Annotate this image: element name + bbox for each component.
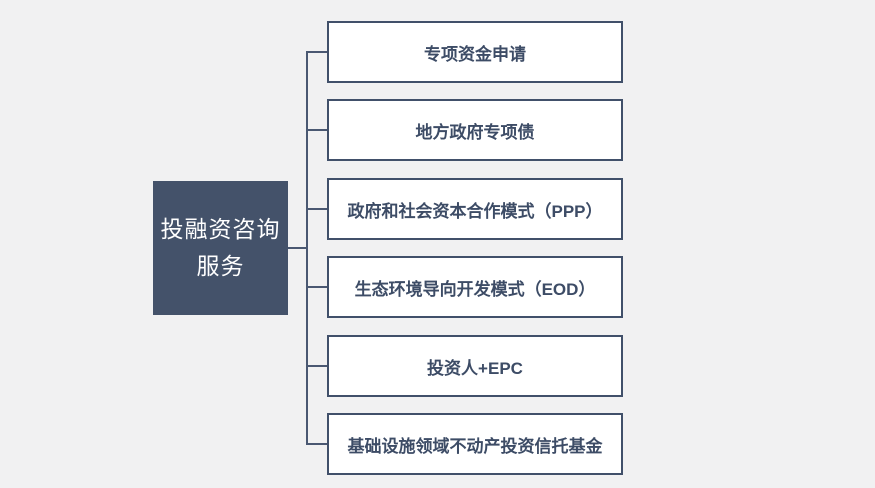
root-node-label-line-1: 投融资咨询 bbox=[160, 216, 281, 242]
connector-stub-6 bbox=[306, 443, 327, 445]
branch-label: 地方政府专项债 bbox=[415, 122, 535, 142]
branch-box-investor-plus-epc: 投资人+EPC bbox=[327, 335, 623, 397]
connector-root-link bbox=[288, 247, 308, 249]
branch-label: 生态环境导向开发模式（EOD） bbox=[354, 279, 596, 299]
branch-label: 投资人+EPC bbox=[427, 358, 523, 378]
branch-label: 政府和社会资本合作模式（PPP） bbox=[347, 201, 603, 221]
branch-box-local-government-special-bonds: 地方政府专项债 bbox=[327, 99, 623, 161]
root-node: 投融资咨询 服务 bbox=[153, 181, 288, 315]
branch-box-ppp-model: 政府和社会资本合作模式（PPP） bbox=[327, 178, 623, 240]
branch-label: 专项资金申请 bbox=[424, 44, 526, 64]
connector-stub-3 bbox=[306, 208, 327, 210]
branch-label: 基础设施领域不动产投资信托基金 bbox=[347, 436, 603, 456]
connector-stub-4 bbox=[306, 286, 327, 288]
branch-box-infrastructure-reits: 基础设施领域不动产投资信托基金 bbox=[327, 413, 623, 475]
branch-box-eod-model: 生态环境导向开发模式（EOD） bbox=[327, 256, 623, 318]
branch-box-special-fund-application: 专项资金申请 bbox=[327, 21, 623, 83]
root-node-label-line-2: 服务 bbox=[196, 253, 245, 279]
connector-stub-5 bbox=[306, 365, 327, 367]
connector-stub-1 bbox=[306, 51, 327, 53]
connector-stub-2 bbox=[306, 129, 327, 131]
